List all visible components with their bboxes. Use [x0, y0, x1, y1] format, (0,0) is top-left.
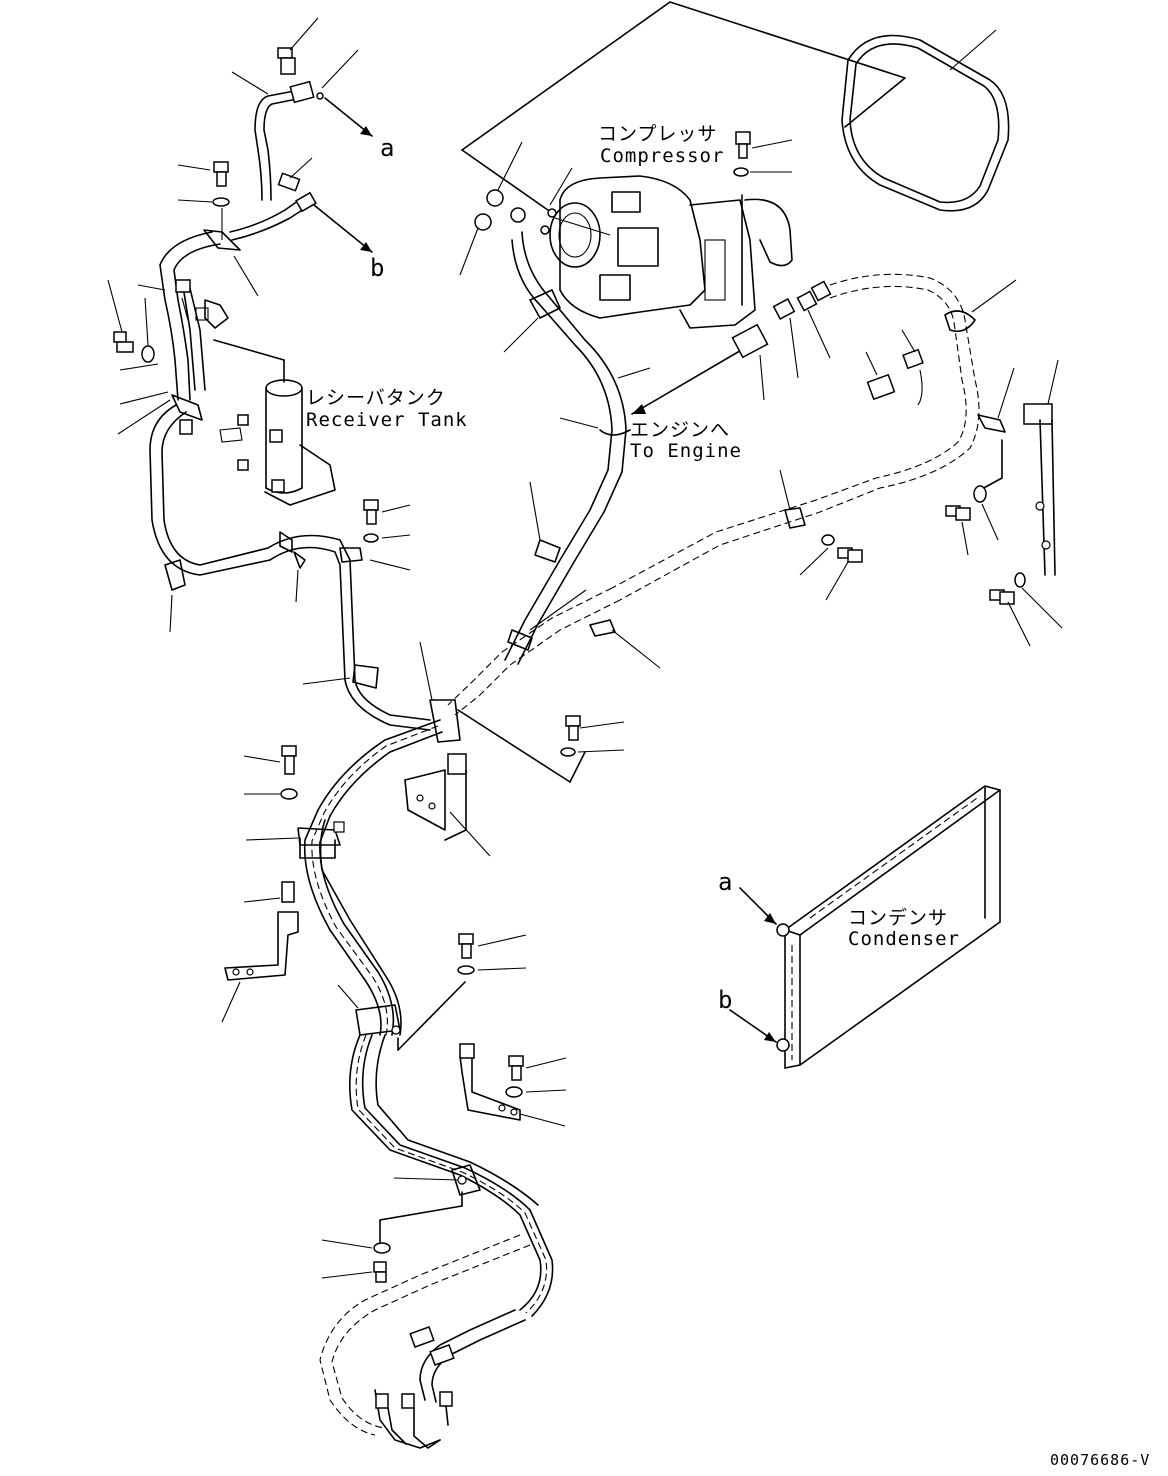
- bolt-washer-topleft: [177, 161, 230, 240]
- bolt-washer-mid: [363, 499, 411, 571]
- marker-b-condenser: b: [718, 986, 734, 1014]
- compressor-body: [549, 175, 793, 329]
- drawing-code: 00076686-V: [1050, 1451, 1151, 1469]
- receiver-tank: [213, 339, 336, 506]
- receiver-tank-label-en: Receiver Tank: [306, 409, 468, 431]
- engine-hose: [503, 231, 651, 665]
- condenser-label-en: Condenser: [848, 928, 960, 950]
- right-long-pipe: [447, 273, 1017, 716]
- outlet-b-line: [229, 157, 373, 253]
- center-bracket: [404, 641, 625, 857]
- to-engine-label-en: To Engine: [630, 440, 742, 462]
- compressor-fittings: [459, 141, 611, 276]
- receiver-tank-label-jp: レシーバタンク: [306, 387, 446, 409]
- compressor-frame: [461, 1, 906, 216]
- bolt-washer-lower-left: [221, 745, 299, 1023]
- compressor-bolt: [733, 131, 793, 177]
- condenser: [729, 785, 1001, 1069]
- trunk-pipe: [245, 719, 443, 1036]
- bolt-washer-left: [107, 279, 171, 435]
- middle-pipe: [267, 531, 431, 731]
- marker-a-condenser: a: [718, 868, 734, 896]
- left-long-pipe: [149, 394, 271, 633]
- compressor-label-jp: コンプレッサ: [598, 123, 718, 145]
- left-loop-pipe: [137, 229, 259, 401]
- drive-belt: [841, 29, 1010, 212]
- lower-bracket: [337, 933, 567, 1127]
- lower-pipe-bundle: [319, 1034, 554, 1449]
- right-fittings: [799, 329, 1063, 647]
- to-engine-arrow: [631, 280, 832, 415]
- marker-a-top: a: [380, 134, 396, 162]
- condenser-label-jp: コンデンサ: [848, 907, 949, 929]
- to-engine-label-jp: エンジンへ: [630, 419, 731, 441]
- compressor-label-en: Compressor: [600, 145, 725, 167]
- marker-b-top: b: [370, 254, 386, 282]
- outlet-a-line: [231, 17, 373, 201]
